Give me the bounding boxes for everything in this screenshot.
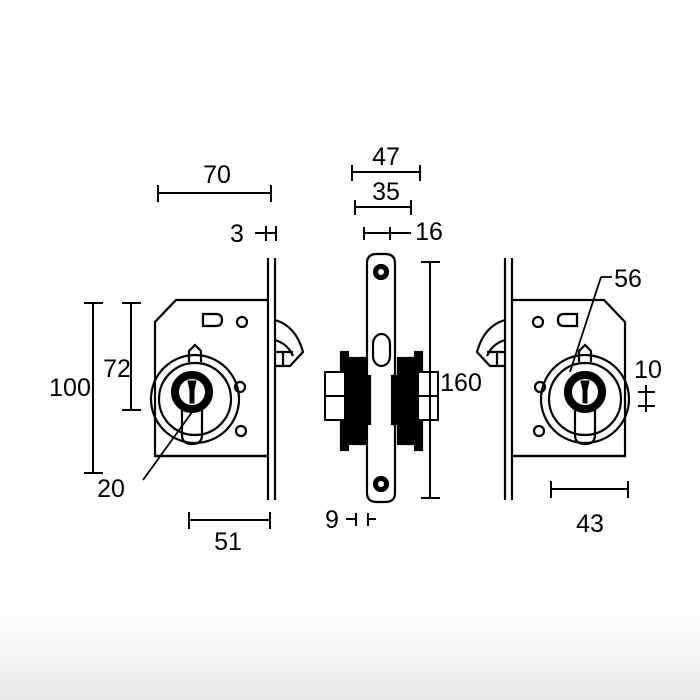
left-cutout-tab: [201, 312, 224, 328]
dim-label-35: 35: [372, 178, 400, 206]
left-fixing-hole-1: [235, 315, 249, 329]
escutcheon-key-aperture: [371, 332, 392, 368]
left-lock-body-outline: [153, 298, 268, 458]
dim-line-9: [346, 513, 376, 526]
escutcheon-backplate: [365, 252, 397, 504]
dim-line-70: [157, 185, 272, 202]
left-face-view: [142, 258, 305, 500]
left-fixing-hole-2: [233, 380, 247, 394]
side-left-cylinder-assembly: [324, 350, 372, 452]
left-faceplate: [266, 258, 277, 500]
dim-label-100: 100: [49, 374, 91, 402]
dim-label-3: 3: [230, 220, 244, 248]
right-keyway-slot: [580, 380, 590, 404]
dim-label-72: 72: [103, 355, 131, 383]
left-escutcheon-inner-ring: [157, 361, 233, 437]
dim-label-43: 43: [576, 510, 604, 538]
left-latch-bolt: [274, 318, 305, 368]
backplate-screw-hole-bottom-inner: [378, 481, 384, 487]
right-euro-cylinder-body: [573, 394, 597, 446]
left-view-dimensions: [84, 185, 277, 529]
dim-label-70: 70: [203, 161, 231, 189]
right-face-view: [475, 258, 631, 500]
right-leader-line-56: [569, 276, 612, 373]
left-euro-cylinder-body: [180, 394, 204, 446]
dim-line-43: [550, 481, 629, 498]
side-profile-view: [324, 252, 439, 504]
dim-line-72: [122, 302, 141, 411]
dim-line-100: [84, 302, 103, 474]
right-escutcheon-inner-ring: [547, 361, 623, 437]
dim-label-56: 56: [614, 265, 642, 293]
dim-line-51: [188, 512, 271, 529]
side-right-cylinder-assembly: [390, 350, 439, 452]
dim-line-47: [351, 165, 421, 181]
dim-line-3: [255, 226, 277, 241]
left-leader-line-20: [142, 407, 196, 481]
dim-line-160: [421, 261, 440, 499]
left-cylinder-nub: [187, 343, 203, 362]
dimension-labels: 70 3 100 72 20 51 47 35 16 160 9 56 10 4…: [49, 143, 662, 556]
backplate-screw-hole-top-inner: [378, 269, 384, 275]
middle-view-dimensions: [346, 165, 440, 526]
right-faceplate: [503, 258, 514, 500]
dim-label-51: 51: [214, 528, 242, 556]
dim-label-47: 47: [372, 143, 400, 171]
dim-label-20: 20: [97, 475, 125, 503]
right-cylinder-nub: [577, 343, 593, 362]
dim-label-9: 9: [325, 506, 339, 534]
right-latch-bolt: [475, 318, 506, 368]
dim-label-10: 10: [634, 356, 662, 384]
right-lock-body-outline: [512, 298, 627, 458]
right-fixing-hole-3: [532, 424, 546, 438]
dim-line-10: [638, 385, 655, 412]
left-keyway-slot: [187, 380, 197, 404]
dim-label-16: 16: [415, 218, 443, 246]
left-fixing-hole-3: [234, 424, 248, 438]
dim-label-160: 160: [440, 369, 482, 397]
dim-line-16: [363, 227, 411, 240]
dim-line-35: [354, 200, 412, 215]
right-view-dimensions: [550, 385, 655, 498]
right-fixing-hole-1: [531, 315, 545, 329]
right-cutout-tab: [556, 312, 579, 328]
right-fixing-hole-2: [533, 380, 547, 394]
